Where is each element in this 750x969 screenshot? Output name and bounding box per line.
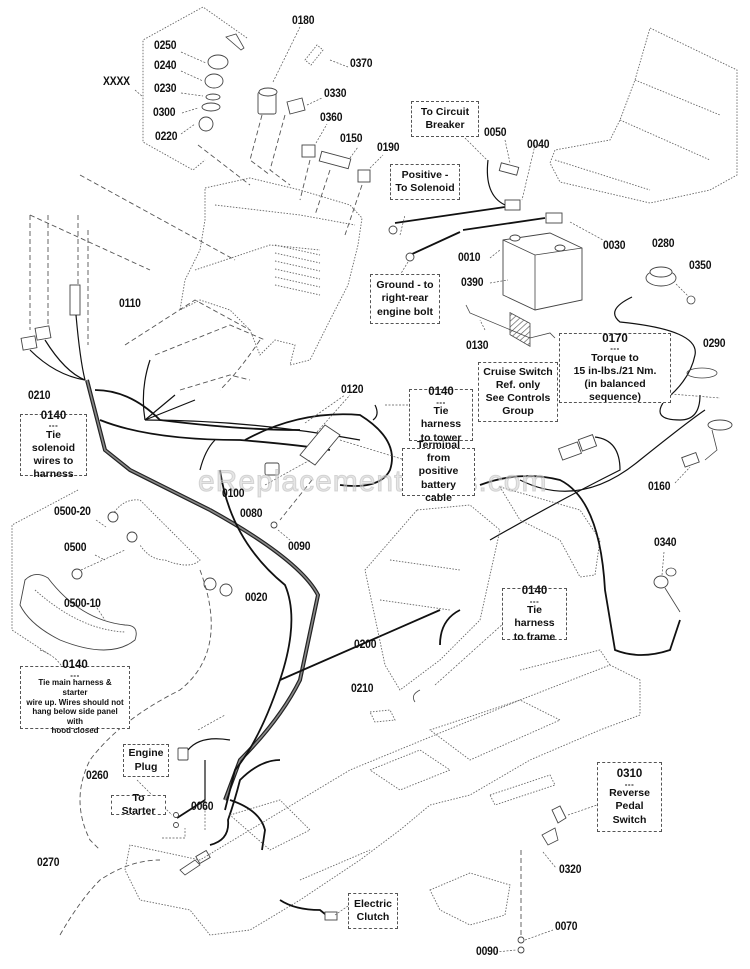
label-0150: 0150 <box>340 133 363 145</box>
note-0140-tie-solenoid-wires: 0140 --- Tie solenoid wires to harness <box>20 410 87 480</box>
note-to-circuit-breaker: To Circuit Breaker <box>411 101 479 137</box>
label-0220: 0220 <box>155 131 178 143</box>
label-0500-20: 0500-20 <box>54 506 91 518</box>
label-0320: 0320 <box>559 864 582 876</box>
headlight-assembly <box>11 339 261 656</box>
note-0310-reverse-pedal-switch: 0310 --- Reverse Pedal Switch <box>597 762 662 832</box>
label-0130: 0130 <box>466 340 489 352</box>
label-0240: 0240 <box>154 60 177 72</box>
tractor-frame <box>124 649 641 954</box>
label-0280: 0280 <box>652 238 675 250</box>
solenoid-assembly <box>244 394 408 541</box>
label-0180: 0180 <box>292 15 315 27</box>
label-0360: 0360 <box>320 112 343 124</box>
label-0500: 0500 <box>64 542 87 554</box>
label-0040: 0040 <box>527 139 550 151</box>
sender-assembly <box>614 266 733 484</box>
label-0050: 0050 <box>484 127 507 139</box>
label-0210-lower: 0210 <box>351 683 374 695</box>
label-0370: 0370 <box>350 58 373 70</box>
note-positive-to-solenoid: Positive - To Solenoid <box>390 164 460 200</box>
label-0060: 0060 <box>191 801 214 813</box>
note-electric-clutch: Electric Clutch <box>348 893 398 929</box>
note-terminal-positive-battery: Terminal from positive battery cable <box>402 439 475 504</box>
battery <box>388 132 604 348</box>
note-ground-engine-bolt: Ground - to right-rear engine bolt <box>370 274 440 324</box>
label-0160: 0160 <box>648 481 671 493</box>
label-0390: 0390 <box>461 277 484 289</box>
cruise-switch <box>489 409 706 541</box>
note-to-starter: To Starter <box>111 792 166 817</box>
note-cruise-switch: Cruise Switch Ref. only See Controls Gro… <box>478 362 558 422</box>
label-0030: 0030 <box>603 240 626 252</box>
label-0350: 0350 <box>689 260 712 272</box>
label-0020: 0020 <box>245 592 268 604</box>
label-0120: 0120 <box>341 384 364 396</box>
label-0090-upper: 0090 <box>288 541 311 553</box>
note-engine-plug: Engine Plug <box>123 744 169 777</box>
label-0260: 0260 <box>86 770 109 782</box>
label-0070: 0070 <box>555 921 578 933</box>
label-0010: 0010 <box>458 252 481 264</box>
label-xxxx: XXXX <box>103 76 130 88</box>
steering-tower <box>364 475 681 703</box>
label-0210-upper: 0210 <box>28 390 51 402</box>
label-0090-lower: 0090 <box>476 946 499 958</box>
label-0080: 0080 <box>240 508 263 520</box>
label-0100: 0100 <box>222 488 245 500</box>
label-0340: 0340 <box>654 537 677 549</box>
label-0250: 0250 <box>154 40 177 52</box>
note-0140-tie-harness-frame: 0140 --- Tie harness to frame <box>502 585 567 643</box>
label-0330: 0330 <box>324 88 347 100</box>
label-0200: 0200 <box>354 639 377 651</box>
dash-switches <box>197 26 384 236</box>
label-0290: 0290 <box>703 338 726 350</box>
oil-sensor <box>653 551 681 613</box>
label-0230: 0230 <box>154 83 177 95</box>
note-0140-tie-harness-tower: 0140 --- Tie harness to tower <box>409 386 473 444</box>
note-0170-torque: 0170 --- Torque to 15 in-lbs./21 Nm. (in… <box>559 333 671 403</box>
seat <box>549 27 738 204</box>
dash-panel <box>29 174 363 391</box>
note-0140-tie-main-harness: 0140 --- Tie main harness & starter wire… <box>20 659 130 735</box>
label-0270: 0270 <box>37 857 60 869</box>
starter-area <box>136 714 281 876</box>
label-0190: 0190 <box>377 142 400 154</box>
ignition-switch-group <box>134 6 248 171</box>
label-0500-10: 0500-10 <box>64 598 101 610</box>
label-0110: 0110 <box>119 298 141 310</box>
label-0300: 0300 <box>153 107 176 119</box>
